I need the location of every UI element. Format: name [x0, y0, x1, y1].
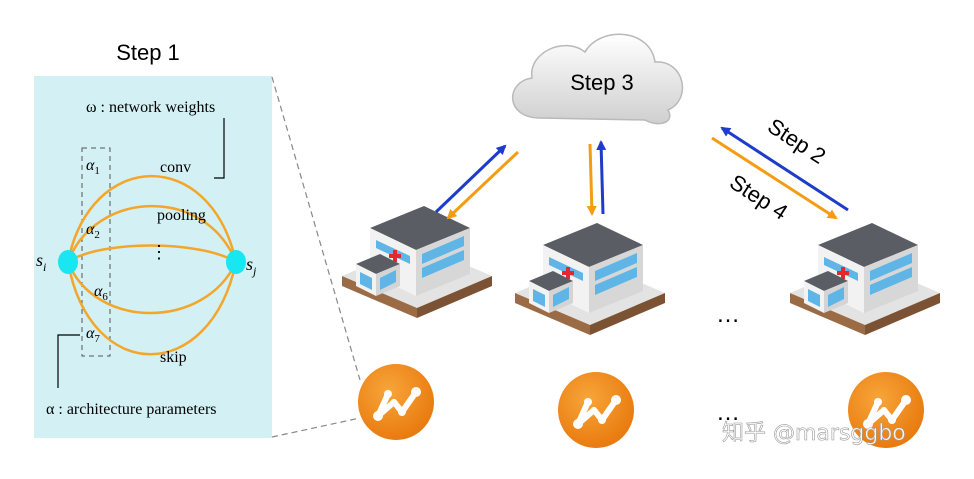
- op-conv-label: conv: [160, 159, 191, 176]
- node-si: [58, 250, 78, 274]
- step4-label: Step 4: [725, 169, 792, 225]
- download-arrow-2: [586, 143, 597, 216]
- download-arrow-1: [446, 150, 520, 220]
- op-skip-label: skip: [160, 349, 187, 366]
- edge-pooling: [66, 204, 238, 263]
- ellipsis-badges: …: [716, 399, 740, 426]
- hospital-icon-2: [515, 223, 665, 335]
- network-logo-icon-1: [358, 364, 434, 440]
- zoom-line-bottom: [271, 417, 361, 438]
- alpha-bracket: [57, 334, 80, 388]
- node-sj: [226, 250, 246, 274]
- alpha7-label: α7: [86, 325, 100, 345]
- omega-label: ω : network weights: [86, 99, 215, 116]
- alpha6-label: α6: [94, 283, 108, 303]
- network-logo-icon-2: [558, 372, 634, 448]
- node-si-label: si: [36, 250, 46, 274]
- download-arrow-3: [711, 136, 838, 220]
- node-sj-label: sj: [246, 254, 257, 278]
- alpha2-label: α2: [86, 221, 100, 241]
- step1-title: Step 1: [116, 40, 180, 65]
- upload-arrow-1: [434, 144, 507, 214]
- alpha-label: α : architecture parameters: [46, 401, 217, 418]
- omega-bracket: [214, 118, 225, 179]
- ellipsis-hospitals: …: [716, 301, 740, 328]
- hospital-icon-1: [342, 206, 492, 318]
- watermark: 知乎 @marsggbo: [722, 421, 906, 446]
- cloud-icon: [512, 33, 684, 125]
- alpha-box: [81, 147, 111, 357]
- edge-dots: [67, 244, 237, 264]
- edge-skip: [66, 261, 238, 356]
- zoom-line-top: [271, 76, 361, 381]
- cloud-label: Step 3: [570, 70, 634, 95]
- edge-conv: [66, 175, 238, 263]
- upload-arrow-3: [720, 126, 849, 212]
- cell-edges: [66, 175, 238, 356]
- op-dots-label: ⋮: [150, 242, 168, 262]
- hospital-icon-3: [790, 223, 940, 335]
- edge-alpha6: [66, 261, 238, 315]
- alpha1-label: α1: [86, 157, 100, 177]
- op-pooling-label: pooling: [157, 207, 206, 224]
- upload-arrow-2: [596, 140, 607, 215]
